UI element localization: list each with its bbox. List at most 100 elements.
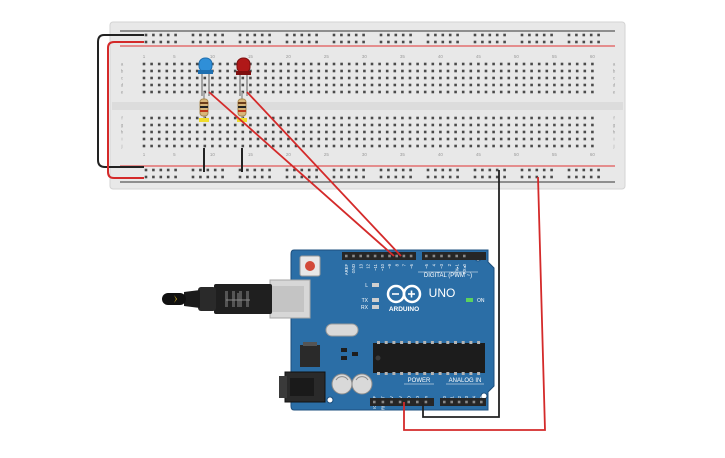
breadboard-hole[interactable] — [271, 90, 275, 94]
breadboard-hole[interactable] — [287, 76, 290, 80]
breadboard-hole[interactable] — [484, 69, 488, 73]
breadboard-hole[interactable] — [279, 144, 283, 148]
breadboard-hole[interactable] — [589, 168, 593, 172]
breadboard-hole[interactable] — [195, 130, 199, 134]
breadboard-hole[interactable] — [271, 69, 275, 73]
breadboard-hole[interactable] — [469, 90, 473, 94]
breadboard-hole[interactable] — [165, 62, 169, 66]
breadboard-hole[interactable] — [165, 76, 169, 80]
breadboard-hole[interactable] — [355, 137, 359, 141]
breadboard-hole[interactable] — [530, 144, 533, 148]
breadboard-hole[interactable] — [537, 137, 541, 141]
breadboard-hole[interactable] — [264, 144, 267, 148]
breadboard-hole[interactable] — [401, 40, 405, 44]
breadboard-hole[interactable] — [307, 40, 311, 44]
breadboard-hole[interactable] — [173, 90, 176, 94]
breadboard-hole[interactable] — [385, 83, 389, 87]
breadboard-hole[interactable] — [387, 168, 390, 172]
breadboard-hole[interactable] — [363, 123, 366, 127]
breadboard-hole[interactable] — [530, 83, 533, 87]
breadboard-hole[interactable] — [347, 90, 351, 94]
breadboard-hole[interactable] — [317, 76, 321, 80]
breadboard-hole[interactable] — [560, 137, 564, 141]
breadboard-hole[interactable] — [583, 62, 587, 66]
breadboard-hole[interactable] — [256, 62, 260, 66]
breadboard-hole[interactable] — [545, 83, 549, 87]
breadboard-hole[interactable] — [473, 168, 477, 172]
breadboard-hole[interactable] — [507, 83, 511, 87]
wire-red-left[interactable] — [107, 41, 144, 179]
breadboard-hole[interactable] — [575, 40, 578, 44]
breadboard-hole[interactable] — [499, 69, 503, 73]
breadboard-hole[interactable] — [211, 137, 214, 141]
breadboard-hole[interactable] — [537, 62, 541, 66]
breadboard-hole[interactable] — [477, 62, 480, 66]
breadboard-hole[interactable] — [271, 144, 275, 148]
breadboard-hole[interactable] — [456, 33, 459, 37]
breadboard-hole[interactable] — [545, 62, 549, 66]
breadboard-hole[interactable] — [448, 175, 452, 179]
breadboard-hole[interactable] — [355, 116, 359, 120]
breadboard-hole[interactable] — [385, 116, 389, 120]
breadboard-hole[interactable] — [401, 168, 405, 172]
breadboard-hole[interactable] — [434, 168, 437, 172]
breadboard-hole[interactable] — [173, 69, 176, 73]
breadboard-hole[interactable] — [591, 83, 594, 87]
breadboard-hole[interactable] — [461, 144, 465, 148]
breadboard-hole[interactable] — [241, 144, 245, 148]
breadboard-hole[interactable] — [233, 137, 237, 141]
breadboard-hole[interactable] — [583, 90, 587, 94]
breadboard-hole[interactable] — [431, 69, 435, 73]
breadboard-hole[interactable] — [363, 144, 366, 148]
breadboard-hole[interactable] — [379, 175, 383, 179]
breadboard-hole[interactable] — [354, 175, 358, 179]
breadboard-hole[interactable] — [317, 62, 321, 66]
breadboard-hole[interactable] — [409, 168, 412, 172]
breadboard-hole[interactable] — [408, 123, 412, 127]
breadboard-hole[interactable] — [454, 116, 457, 120]
breadboard-hole[interactable] — [211, 123, 214, 127]
breadboard-hole[interactable] — [553, 69, 556, 73]
breadboard-hole[interactable] — [446, 69, 450, 73]
breadboard-hole[interactable] — [142, 116, 146, 120]
breadboard-hole[interactable] — [492, 123, 495, 127]
breadboard-hole[interactable] — [553, 130, 556, 134]
breadboard-hole[interactable] — [256, 130, 260, 134]
breadboard-hole[interactable] — [347, 116, 351, 120]
breadboard-hole[interactable] — [537, 123, 541, 127]
breadboard-hole[interactable] — [568, 69, 571, 73]
breadboard-hole[interactable] — [385, 130, 389, 134]
breadboard-hole[interactable] — [211, 144, 214, 148]
digital-pin[interactable] — [425, 254, 428, 258]
wire-pin-red-led[interactable] — [246, 91, 402, 257]
breadboard-hole[interactable] — [150, 76, 153, 80]
breadboard-hole[interactable] — [528, 33, 531, 37]
breadboard-hole[interactable] — [537, 76, 541, 80]
breadboard-hole[interactable] — [363, 137, 366, 141]
breadboard-hole[interactable] — [241, 137, 245, 141]
breadboard-hole[interactable] — [545, 116, 549, 120]
breadboard-hole[interactable] — [340, 33, 343, 37]
led-red[interactable] — [236, 57, 251, 96]
breadboard-hole[interactable] — [191, 40, 195, 44]
breadboard-hole[interactable] — [264, 83, 267, 87]
breadboard-hole[interactable] — [238, 168, 242, 172]
breadboard-hole[interactable] — [499, 90, 503, 94]
breadboard-hole[interactable] — [256, 116, 260, 120]
breadboard-hole[interactable] — [582, 40, 586, 44]
usb-connector[interactable] — [162, 279, 311, 319]
breadboard-hole[interactable] — [481, 175, 484, 179]
breadboard-hole[interactable] — [370, 90, 374, 94]
breadboard-hole[interactable] — [279, 69, 283, 73]
breadboard-hole[interactable] — [325, 123, 328, 127]
breadboard-hole[interactable] — [560, 130, 564, 134]
breadboard-hole[interactable] — [165, 69, 169, 73]
breadboard-hole[interactable] — [199, 168, 202, 172]
breadboard-hole[interactable] — [253, 40, 257, 44]
breadboard-hole[interactable] — [362, 168, 365, 172]
breadboard-hole[interactable] — [142, 76, 146, 80]
breadboard-hole[interactable] — [520, 40, 524, 44]
breadboard-hole[interactable] — [456, 40, 459, 44]
breadboard-hole[interactable] — [150, 123, 153, 127]
